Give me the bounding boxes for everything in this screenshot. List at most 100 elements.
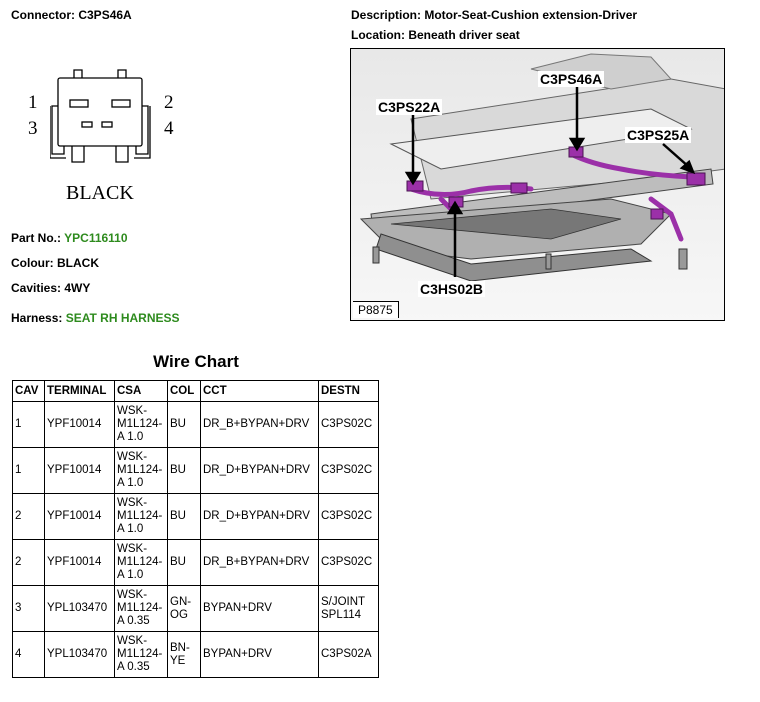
cell-col: BU	[167, 401, 201, 448]
colour-line: Colour: BLACK	[11, 256, 99, 270]
cell-col-line: BU	[170, 464, 186, 476]
wire-chart-title: Wire Chart	[153, 352, 239, 371]
header-cav: CAV	[12, 380, 45, 402]
callout-c3ps25a: C3PS25A	[625, 127, 692, 143]
location-label: Location:	[351, 28, 405, 42]
cell-csa-line: M1L124-	[117, 602, 163, 614]
table-header-row: CAV TERMINAL CSA COL CCT DESTN	[12, 380, 379, 402]
cell-csa-line: WSK-	[117, 451, 148, 463]
cell-cct: DR_B+BYPAN+DRV	[200, 401, 319, 448]
cell-destn-line: C3PS02C	[321, 510, 373, 522]
cell-destn: C3PS02C	[318, 539, 379, 586]
pin-2-label: 2	[164, 92, 174, 113]
cell-destn-line: S/JOINT	[321, 595, 366, 608]
cell-csa-line: A 0.35	[117, 615, 150, 627]
cell-cct: BYPAN+DRV	[200, 631, 319, 678]
cell-csa: WSK-M1L124-A 1.0	[114, 401, 168, 448]
cavities-label: Cavities:	[11, 281, 62, 295]
callout-c3ps46a: C3PS46A	[538, 71, 605, 87]
pin-1-label: 1	[28, 92, 38, 113]
cell-csa-line: A 1.0	[117, 523, 144, 535]
cell-csa-line: A 1.0	[117, 477, 144, 489]
location-photo: C3PS46A C3PS22A C3PS25A C3HS02B P8875	[350, 48, 725, 321]
cell-terminal: YPL103470	[44, 631, 115, 678]
cavities-line: Cavities: 4WY	[11, 281, 90, 295]
cell-csa-line: M1L124-	[117, 510, 163, 522]
cell-csa: WSK-M1L124-A 1.0	[114, 493, 168, 540]
cell-cct: DR_D+BYPAN+DRV	[200, 447, 319, 494]
cell-terminal: YPF10014	[44, 493, 115, 540]
location-line: Location: Beneath driver seat	[351, 28, 520, 42]
cell-csa: WSK-M1L124-A 1.0	[114, 447, 168, 494]
connector-label: Connector:	[11, 8, 75, 22]
cell-cav: 2	[12, 539, 45, 586]
cell-cav: 1	[12, 401, 45, 448]
description-value: Motor-Seat-Cushion extension-Driver	[424, 8, 638, 22]
seat-frame-illustration	[351, 49, 724, 320]
cell-destn: C3PS02C	[318, 447, 379, 494]
cell-cct: BYPAN+DRV	[200, 585, 319, 632]
cell-csa-line: M1L124-	[117, 464, 163, 476]
cell-terminal: YPL103470	[44, 585, 115, 632]
pin-3-label: 3	[28, 118, 38, 139]
cell-cav: 3	[12, 585, 45, 632]
cell-cct: DR_D+BYPAN+DRV	[200, 493, 319, 540]
cell-destn: C3PS02C	[318, 401, 379, 448]
cell-csa: WSK-M1L124-A 0.35	[114, 585, 168, 632]
part-no-line: Part No.: YPC116110	[11, 231, 128, 245]
cell-csa-line: WSK-	[117, 405, 148, 417]
cell-col-line: BN-	[170, 641, 190, 654]
location-value: Beneath driver seat	[408, 28, 520, 42]
cell-csa: WSK-M1L124-A 0.35	[114, 631, 168, 678]
cavities-value: 4WY	[64, 281, 91, 295]
part-no-link[interactable]: YPC116110	[64, 231, 128, 245]
cell-col: BU	[167, 539, 201, 586]
description-line: Description: Motor-Seat-Cushion extensio…	[351, 8, 637, 22]
colour-value: BLACK	[57, 256, 99, 270]
cell-csa-line: A 1.0	[117, 569, 144, 581]
cell-destn-line: SPL114	[321, 608, 362, 621]
cell-csa-line: M1L124-	[117, 556, 163, 568]
cell-col: BN-YE	[167, 631, 201, 678]
cell-destn: C3PS02A	[318, 631, 379, 678]
header-csa: CSA	[114, 380, 168, 402]
header-terminal: TERMINAL	[44, 380, 115, 402]
cell-cct: DR_B+BYPAN+DRV	[200, 539, 319, 586]
cell-cav: 4	[12, 631, 45, 678]
cell-destn-line: C3PS02C	[321, 418, 373, 430]
header-col: COL	[167, 380, 201, 402]
connector-colour-caption: BLACK	[66, 182, 134, 204]
cell-destn-line: C3PS02A	[321, 648, 372, 660]
cell-col-line: OG	[170, 608, 188, 621]
cell-destn-line: C3PS02C	[321, 556, 373, 568]
callout-c3hs02b: C3HS02B	[418, 281, 486, 297]
connector-value: C3PS46A	[78, 8, 132, 22]
pin-4-label: 4	[164, 118, 174, 139]
cell-csa-line: A 0.35	[117, 661, 150, 673]
cell-terminal: YPF10014	[44, 539, 115, 586]
cell-csa: WSK-M1L124-A 1.0	[114, 539, 168, 586]
cell-col-line: BU	[170, 510, 186, 522]
header-destn: DESTN	[318, 380, 379, 402]
callout-c3ps22a: C3PS22A	[376, 99, 443, 115]
cell-terminal: YPF10014	[44, 447, 115, 494]
cell-col: BU	[167, 493, 201, 540]
cell-destn-line: C3PS02C	[321, 464, 373, 476]
connector-outline-icon	[50, 69, 151, 163]
connector-line: Connector: C3PS46A	[11, 8, 132, 22]
description-label: Description:	[351, 8, 422, 22]
cell-col: BU	[167, 447, 201, 494]
cell-csa-line: WSK-	[117, 543, 148, 555]
cell-cav: 2	[12, 493, 45, 540]
cell-csa-line: M1L124-	[117, 648, 163, 660]
harness-label: Harness:	[11, 311, 63, 325]
harness-link[interactable]: SEAT RH HARNESS	[65, 311, 180, 325]
